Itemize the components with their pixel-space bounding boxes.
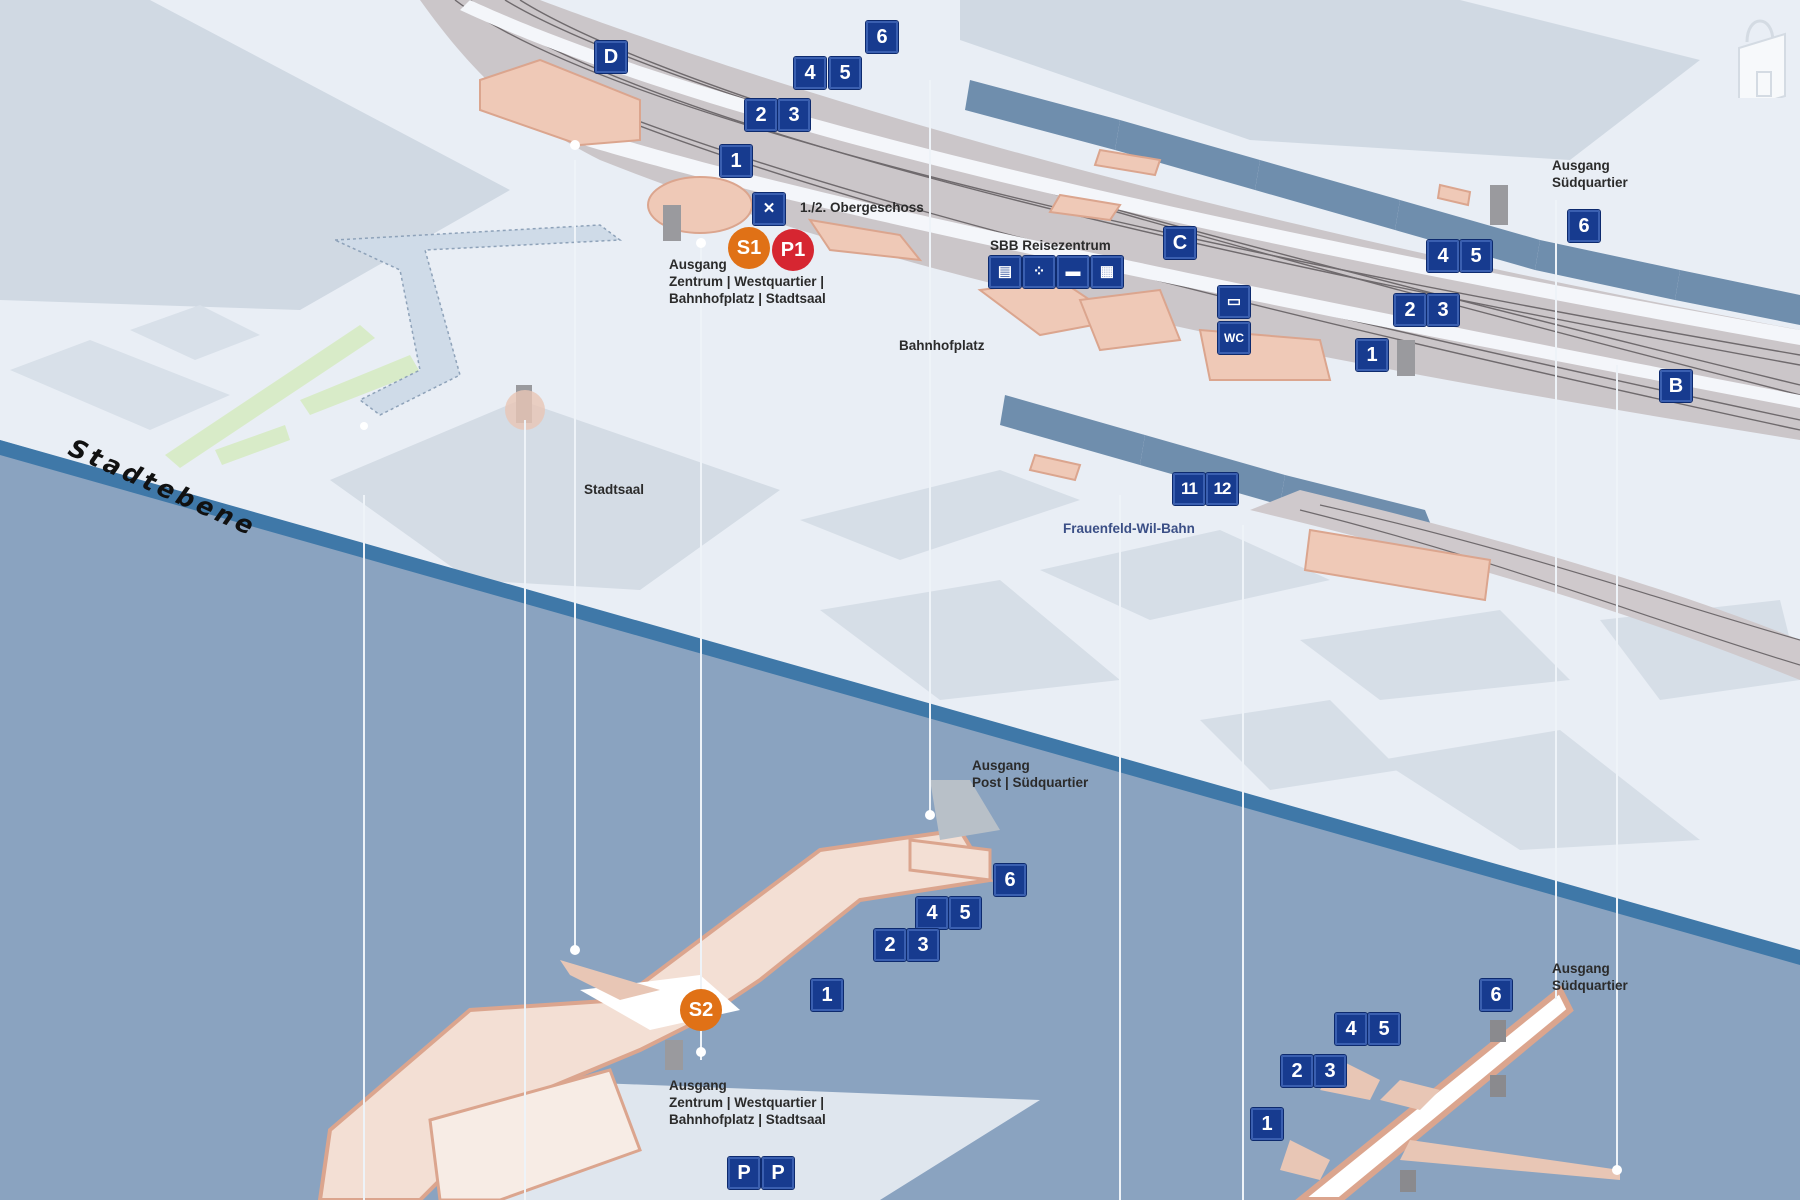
green-strip <box>215 425 290 465</box>
city-block <box>0 0 510 310</box>
level-connector-lines <box>363 80 1618 1200</box>
green-strip <box>300 355 420 415</box>
platform-sign-12[interactable]: 12 <box>1205 472 1239 506</box>
exit-south-label: Ausgang Südquartier <box>1552 158 1628 190</box>
platform-sign-1[interactable]: 1 <box>719 144 753 178</box>
platform <box>520 110 1800 408</box>
sector-sign-b[interactable]: B <box>1659 369 1693 403</box>
luggage-locker-icon[interactable]: ▭ <box>1217 285 1251 319</box>
platform-sign-5[interactable]: 5 <box>1367 1012 1401 1046</box>
track-bed <box>1250 490 1800 680</box>
platform-sign-4[interactable]: 4 <box>915 896 949 930</box>
platform-sign-2[interactable]: 2 <box>1280 1054 1314 1088</box>
platform-sign-3[interactable]: 3 <box>906 928 940 962</box>
platform-sign-5[interactable]: 5 <box>1459 239 1493 273</box>
platform-sign-3[interactable]: 3 <box>777 98 811 132</box>
shopping-bag-door-icon[interactable] <box>1733 8 1789 98</box>
city-block <box>820 580 1120 700</box>
lower-level-floor[interactable] <box>0 440 1800 1200</box>
exit-south-lower-label: Ausgang Südquartier <box>1552 961 1628 993</box>
city-block <box>10 340 230 430</box>
platform-sign-1[interactable]: 1 <box>1355 338 1389 372</box>
station-building <box>479 58 1492 602</box>
covered-parking-icon[interactable]: P <box>727 1156 761 1190</box>
platform-sign-6[interactable]: 6 <box>1567 209 1601 243</box>
city-block <box>1300 610 1570 700</box>
platform-sign-3[interactable]: 3 <box>1313 1054 1347 1088</box>
currency-exchange-icon[interactable]: ⁘ <box>1022 255 1056 289</box>
platform-sign-11[interactable]: 11 <box>1172 472 1206 506</box>
level-edge <box>0 440 1800 965</box>
city-block <box>130 305 260 360</box>
stair-badge-s2[interactable]: S2 <box>680 989 722 1031</box>
platform-sign-6[interactable]: 6 <box>993 863 1027 897</box>
platform <box>460 0 1800 345</box>
underpass-west <box>317 780 1000 1200</box>
city-block <box>960 0 1700 160</box>
platform-sign-5[interactable]: 5 <box>948 896 982 930</box>
platform-sign-6[interactable]: 6 <box>1479 978 1513 1012</box>
stadtsaal-label: Stadtsaal <box>584 482 645 497</box>
bahnhofplatz-label: Bahnhofplatz <box>899 338 985 353</box>
frauenfeld-wil-bahn-label: Frauenfeld-Wil-Bahn <box>1063 521 1195 536</box>
platform-sign-4[interactable]: 4 <box>793 56 827 90</box>
platform-sign-2[interactable]: 2 <box>1393 293 1427 327</box>
sector-sign-d[interactable]: D <box>594 40 628 74</box>
green-strip <box>165 325 375 468</box>
access-ramp <box>334 224 623 416</box>
platform-sign-6[interactable]: 6 <box>865 20 899 54</box>
escalator-icon[interactable]: ✕ <box>752 192 786 226</box>
ticket-machine-icon[interactable]: ▦ <box>1090 255 1124 289</box>
upper-floors-label: 1./2. Obergeschoss <box>800 200 924 215</box>
platform-sign-4[interactable]: 4 <box>1426 239 1460 273</box>
exit-post-label: Ausgang Post | Südquartier <box>972 758 1089 790</box>
stadtsaal-block <box>330 400 780 590</box>
city-block <box>1040 530 1330 620</box>
sector-sign-c[interactable]: C <box>1163 226 1197 260</box>
platform-sign-3[interactable]: 3 <box>1426 293 1460 327</box>
parking-badge-p1[interactable]: P1 <box>772 229 814 271</box>
stair-badge-s1[interactable]: S1 <box>728 227 770 269</box>
sbb-travel-centre-label: SBB Reisezentrum <box>990 238 1111 253</box>
luggage-icon[interactable]: ▬ <box>1056 255 1090 289</box>
city-block <box>1380 730 1700 850</box>
platform-sign-2[interactable]: 2 <box>873 928 907 962</box>
city-block <box>1200 700 1400 790</box>
ticket-icon[interactable]: ▤ <box>988 255 1022 289</box>
exit-west-label: Ausgang Zentrum | Westquartier | Bahnhof… <box>669 257 826 306</box>
platform-sign-1[interactable]: 1 <box>1250 1107 1284 1141</box>
platform-sign-2[interactable]: 2 <box>744 98 778 132</box>
wc-icon[interactable]: WC <box>1217 321 1251 355</box>
platform-sign-1[interactable]: 1 <box>810 978 844 1012</box>
exit-west-lower-label: Ausgang Zentrum | Westquartier | Bahnhof… <box>669 1078 826 1127</box>
parking-icon[interactable]: P <box>761 1156 795 1190</box>
platform-sign-4[interactable]: 4 <box>1334 1012 1368 1046</box>
city-block <box>800 470 1080 560</box>
platform-sign-5[interactable]: 5 <box>828 56 862 90</box>
underpass-east <box>665 985 1620 1200</box>
